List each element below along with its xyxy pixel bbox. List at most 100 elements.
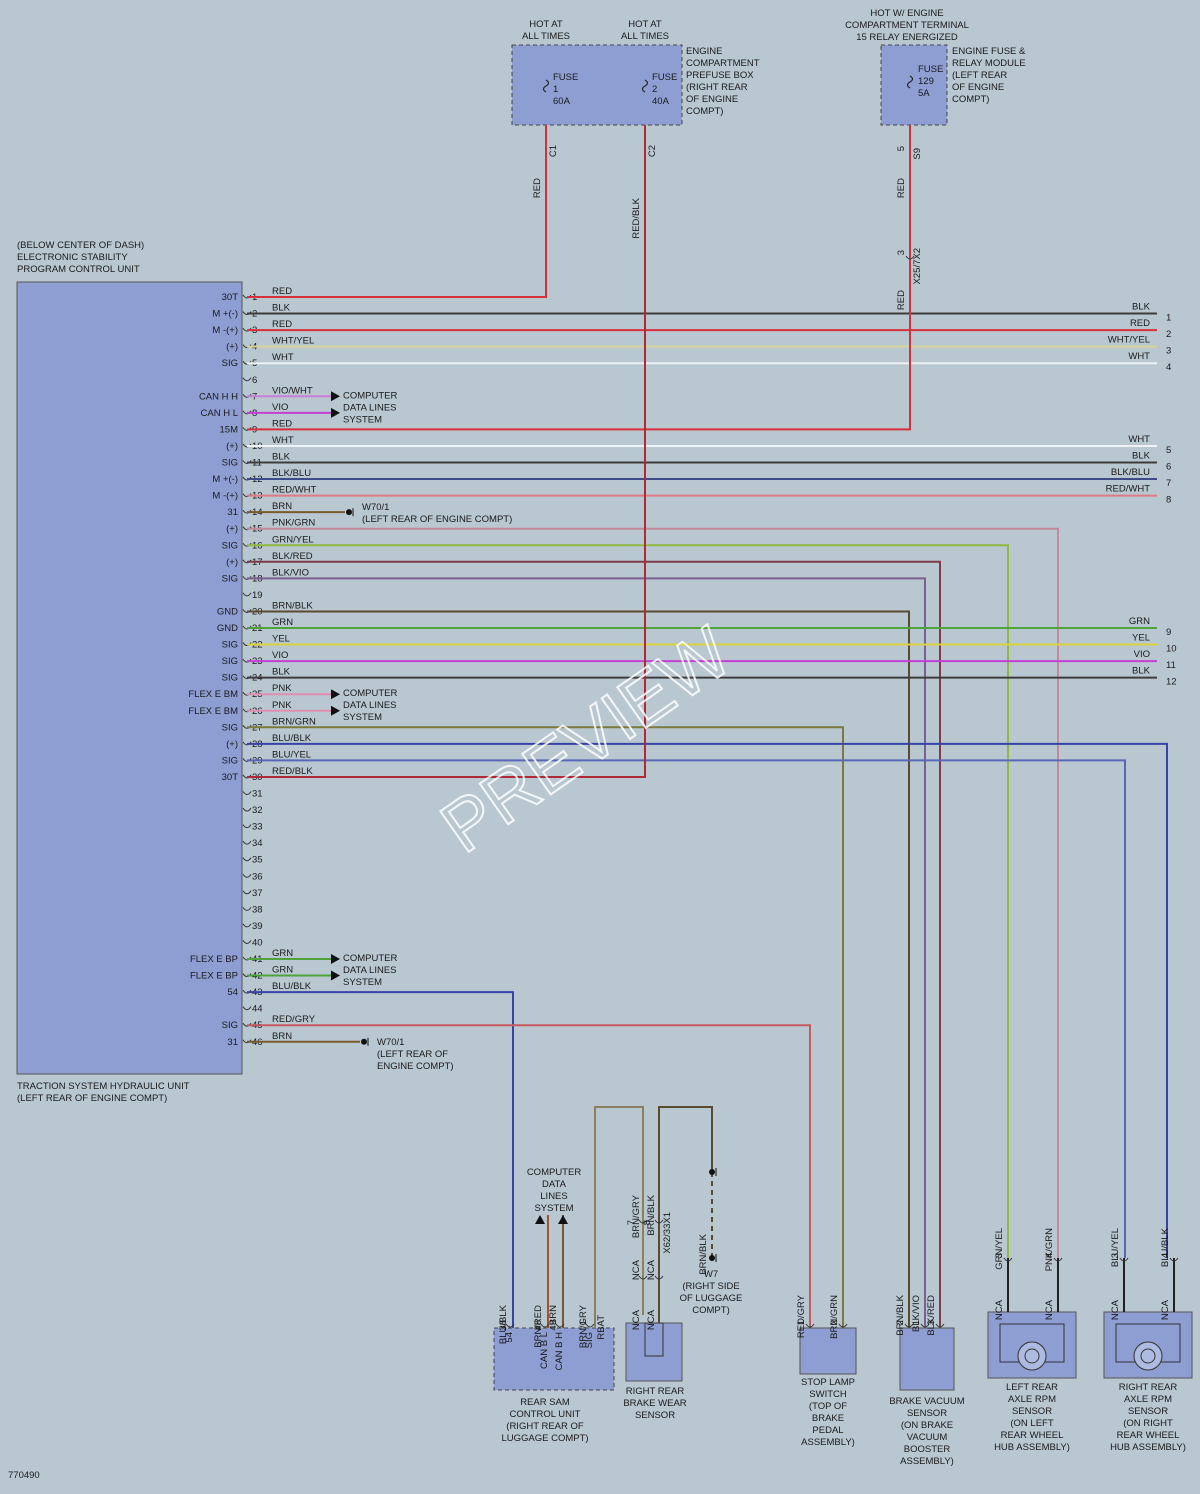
esp-wire-color: GRN/YEL — [272, 534, 314, 545]
esp-wire — [247, 560, 941, 1328]
right-pin-number: 5 — [1166, 445, 1171, 456]
esp-wire — [247, 544, 1009, 1258]
connector-icon — [242, 873, 252, 878]
esp-pin-function: SIG — [222, 1020, 238, 1031]
gear-icon — [1017, 1341, 1047, 1371]
esp-pin-function: (+) — [226, 557, 238, 568]
ground-icon — [709, 1255, 715, 1261]
esp-pin-number: 39 — [252, 921, 263, 932]
connector-label: S9 — [912, 148, 923, 160]
esp-wire-color: GRN — [272, 948, 293, 959]
ground-w70-label: W70/1(LEFT REAR OF ENGINE COMPT) — [362, 502, 512, 525]
rear-sam-control-unit — [493, 1327, 615, 1391]
right-pin-number: 6 — [1166, 462, 1171, 473]
esp-wire-color: VIO — [272, 650, 288, 661]
sam-wire-color: BRN/GRY — [578, 1304, 589, 1348]
esp-wire-color: YEL — [272, 634, 290, 645]
connector-icon — [242, 907, 252, 911]
esp-pin-function: (+) — [226, 342, 238, 353]
esp-pin-number: 19 — [252, 590, 263, 601]
esp-wire-color: BLK/VIO — [272, 567, 309, 578]
connector-icon — [242, 940, 252, 944]
esp-pin-function: SIG — [222, 673, 238, 684]
esp-pin-function: FLEX E BP — [190, 971, 238, 982]
sam-pin-number: 48 — [533, 1320, 544, 1331]
esp-wire-color: RED — [272, 418, 292, 429]
esp-pin-function: M +(-) — [212, 309, 238, 320]
right-pin-number: 3 — [1166, 346, 1171, 357]
arrow-icon — [331, 705, 340, 716]
esp-pin-function: GND — [217, 623, 238, 634]
esp-pin-function: FLEX E BP — [190, 954, 238, 965]
prefuse-box — [511, 44, 683, 126]
esp-pin-function: 30T — [222, 772, 239, 783]
connector-icon — [540, 1323, 550, 1328]
esp-pin-number: 37 — [252, 888, 263, 899]
right-pin-number: 8 — [1166, 495, 1171, 506]
esp-pin-function: SIG — [222, 573, 238, 584]
esp-wire-color: WHT — [272, 435, 294, 446]
sam-wire-color: BRN — [548, 1305, 559, 1325]
pin-label: 5 — [896, 146, 907, 151]
right-wire-color: YEL — [1132, 633, 1150, 644]
wire-label: BRN/GRY — [631, 1194, 642, 1238]
wire-label: RED/GRY — [796, 1294, 807, 1338]
nca-label: NCA — [1044, 1299, 1055, 1320]
right-pin-number: 12 — [1166, 677, 1177, 688]
esp-pin-number: 6 — [252, 375, 257, 386]
brake-wear-element — [644, 1322, 664, 1357]
connector-icon — [242, 807, 252, 812]
esp-wire-color: VIO/WHT — [272, 385, 313, 396]
esp-pin-number: 34 — [252, 838, 263, 849]
arrow-icon — [331, 954, 340, 964]
esp-wire — [247, 125, 911, 431]
esp-pin-function: 54 — [227, 987, 238, 998]
right-wire-color: BLK — [1132, 451, 1151, 462]
esp-wire-color: RED/WHT — [272, 485, 317, 496]
connector-icon — [242, 890, 252, 895]
esp-control-unit — [16, 281, 243, 1075]
connector-icon — [505, 1323, 515, 1328]
nca-label: NCA — [994, 1299, 1005, 1320]
esp-pin-function: 31 — [227, 507, 238, 518]
connector-icon — [1169, 1257, 1179, 1262]
sam-wire-color: BLU/BLK — [498, 1304, 509, 1344]
esp-pin-function: GND — [217, 606, 238, 617]
wire-label: BRN/BLK — [646, 1194, 657, 1235]
esp-pin-function: M -(+) — [212, 491, 238, 502]
connector-label: C2 — [647, 145, 658, 157]
esp-wire — [247, 125, 547, 298]
right-pin-number: 9 — [1166, 627, 1171, 638]
esp-wire-color: RED — [272, 286, 292, 297]
arrow-icon — [331, 689, 340, 700]
esp-pin-function: SIG — [222, 755, 238, 766]
right-wire-color: BLK — [1132, 302, 1151, 313]
connector-label: X62/33X1 — [662, 1212, 673, 1254]
esp-wire — [247, 527, 1059, 1258]
connector-icon — [935, 1323, 945, 1328]
sam-pin-number: 38 — [498, 1320, 509, 1331]
sam-wire-color: BRN/RED — [533, 1305, 544, 1348]
esp-pin-function: FLEX E BM — [188, 689, 238, 700]
esp-pin-function: (+) — [226, 441, 238, 452]
ground-icon — [346, 509, 352, 516]
wire-label: BRN/BLK — [895, 1294, 906, 1335]
nca-label: NCA — [1110, 1299, 1121, 1320]
wire-label: RED — [532, 178, 543, 198]
connector-icon — [638, 1219, 648, 1224]
watermark-text: PREVIEW — [427, 612, 745, 868]
pin-label: 2 — [895, 1320, 906, 1325]
wire-label: BRN/GRN — [829, 1295, 840, 1339]
fuse-relay-module — [880, 44, 948, 126]
right-pin-number: 1 — [1166, 313, 1171, 324]
connector-icon — [242, 824, 252, 829]
right-wire-color: WHT — [1128, 434, 1150, 445]
esp-pin-function: SIG — [222, 640, 238, 651]
